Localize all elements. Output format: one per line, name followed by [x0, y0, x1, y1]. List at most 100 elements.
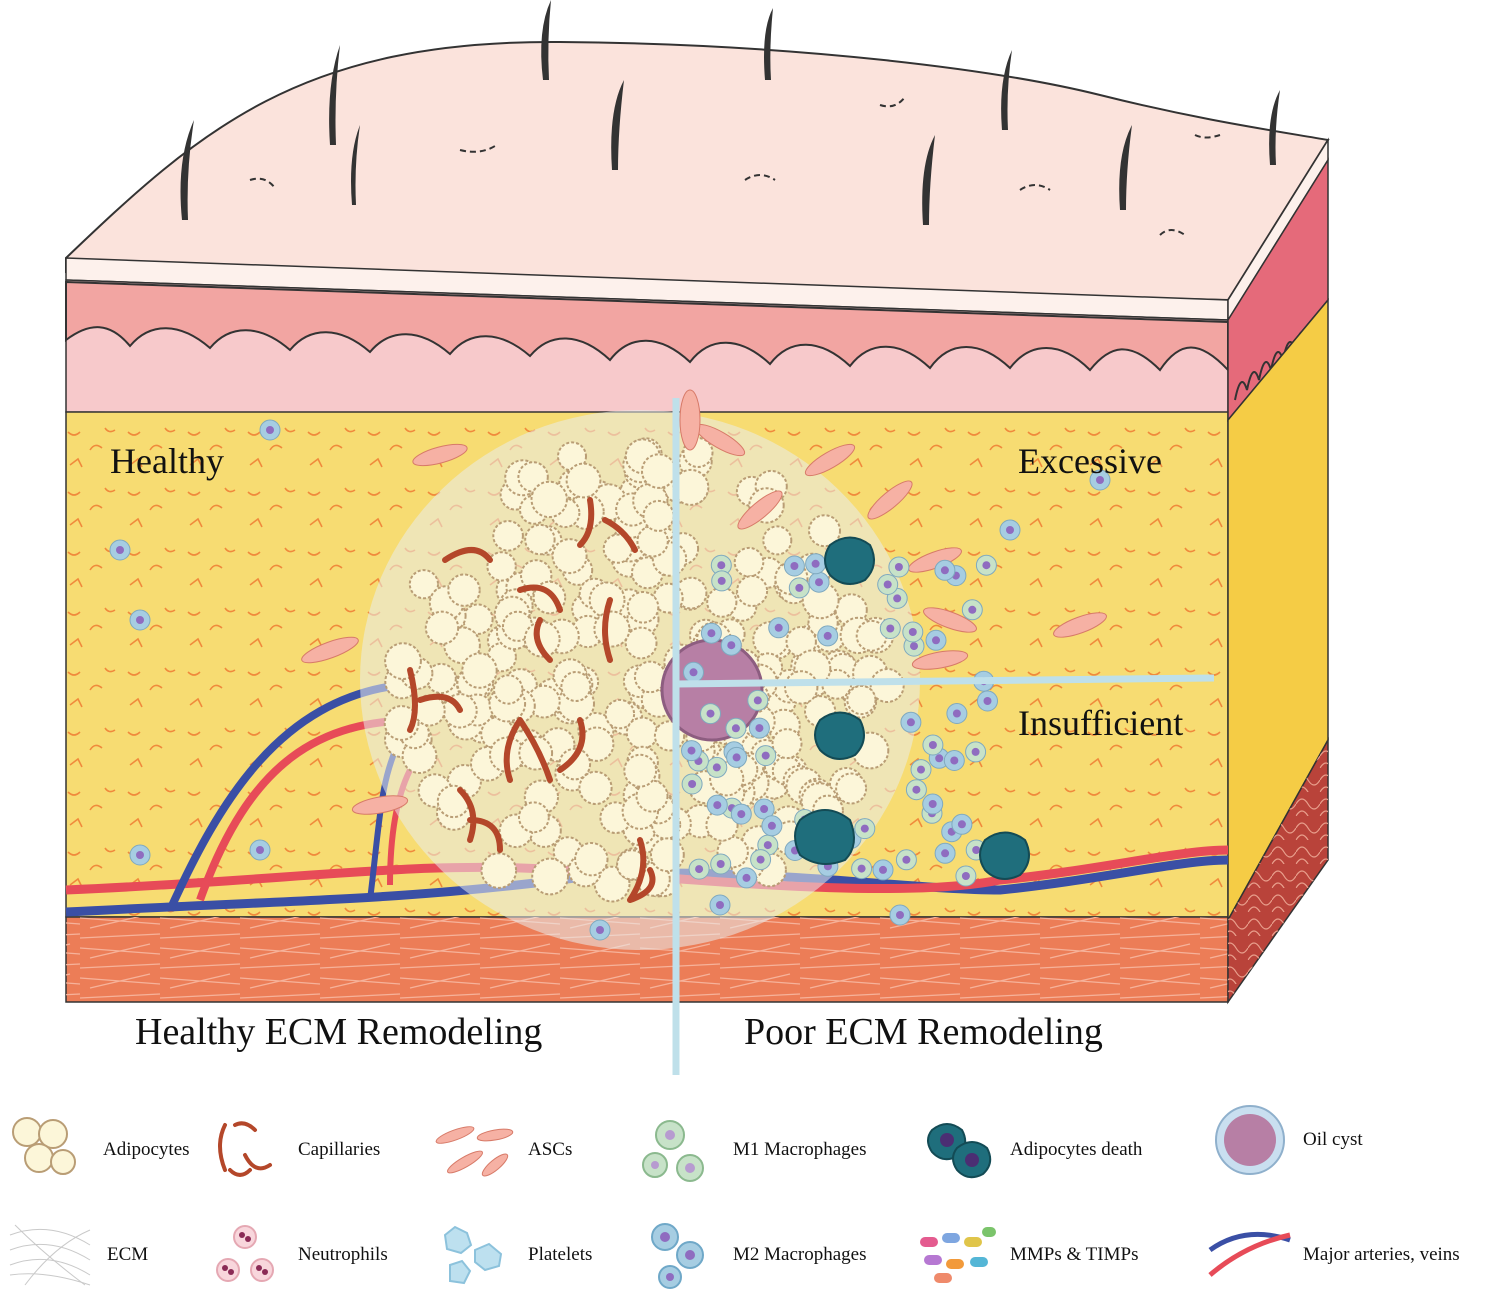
- legend: Adipocytes Capillaries ASCs M1 Macrophag…: [0, 1090, 1488, 1298]
- immune-cell: [249, 839, 271, 861]
- skin-cross-section-diagram: [65, 0, 1330, 1075]
- label-healthy: Healthy: [110, 441, 224, 481]
- legend-label: Adipocytes death: [1010, 1139, 1143, 1160]
- immune-cell: [999, 519, 1021, 541]
- immune-cell: [900, 711, 922, 733]
- adipocyte: [447, 573, 481, 607]
- immune-cell: [934, 559, 956, 581]
- adipocyte: [593, 865, 631, 903]
- immune-cell: [783, 555, 805, 577]
- immune-cell: [1089, 469, 1111, 491]
- immune-cell: [902, 621, 924, 643]
- legend-item-adipocytes-death: Adipocytes death: [912, 1110, 1142, 1190]
- legend-label: M1 Macrophages: [733, 1139, 867, 1160]
- immune-cell: [955, 865, 977, 887]
- adipocyte: [801, 581, 840, 620]
- immune-cell: [946, 703, 968, 724]
- immune-cell: [720, 634, 742, 656]
- legend-label: Neutrophils: [298, 1244, 388, 1265]
- immune-cell: [129, 844, 151, 866]
- immune-cell: [922, 793, 944, 815]
- immune-cell: [589, 919, 611, 941]
- adipocyte: [493, 674, 524, 705]
- immune-cell: [951, 813, 973, 835]
- legend-item-m2: M2 Macrophages: [635, 1215, 867, 1295]
- immune-cell: [788, 577, 810, 599]
- immune-cell: [688, 858, 710, 880]
- adipocyte: [642, 499, 675, 532]
- adipocyte: [784, 670, 819, 705]
- adipocyte: [626, 591, 660, 624]
- immune-cell: [726, 746, 748, 768]
- immune-cell: [730, 803, 752, 825]
- legend-label: Adipocytes: [103, 1139, 190, 1160]
- adipocyte: [869, 668, 905, 703]
- adipocyte: [625, 716, 659, 750]
- adipocyte: [672, 468, 710, 506]
- adipocyte: [846, 684, 877, 716]
- immune-cell: [817, 625, 839, 647]
- adipocyte: [593, 610, 631, 648]
- adipocyte: [551, 538, 588, 575]
- immune-cell: [854, 818, 876, 840]
- immune-cell: [683, 661, 704, 683]
- immune-cell: [910, 759, 932, 781]
- immune-cell: [700, 703, 721, 725]
- immune-cells: [109, 419, 1111, 941]
- immune-cell: [709, 894, 731, 916]
- adipocyte: [835, 772, 868, 805]
- legend-label: Platelets: [528, 1244, 593, 1265]
- ecm-icon: [9, 1224, 91, 1286]
- platelets-icon: [443, 1225, 503, 1285]
- immune-cell: [888, 556, 910, 578]
- adipocyte: [492, 520, 524, 552]
- immune-cell: [706, 756, 728, 778]
- legend-label: Major arteries, veins: [1303, 1244, 1460, 1265]
- legend-item-m1: M1 Macrophages: [635, 1110, 867, 1190]
- adipocyte: [834, 593, 868, 627]
- immune-cell: [755, 745, 777, 767]
- dividers: [672, 398, 1215, 1075]
- adipocyte: [461, 652, 498, 689]
- immune-cell: [109, 539, 131, 561]
- immune-cell: [736, 867, 757, 889]
- adipocyte: [604, 698, 636, 730]
- label-excessive: Excessive: [1018, 441, 1162, 481]
- arteries-veins-icon: [1208, 1231, 1291, 1277]
- immune-cell: [259, 419, 281, 441]
- legend-label: ASCs: [528, 1139, 573, 1160]
- legend-item-platelets: Platelets: [430, 1215, 592, 1295]
- skin-lines: [249, 96, 1221, 236]
- immune-cell: [129, 609, 151, 631]
- immune-cell: [895, 849, 917, 871]
- immune-cell: [750, 849, 772, 871]
- capillaries-icon: [218, 1121, 272, 1177]
- dermis-upper: [65, 280, 1229, 373]
- immune-cell: [975, 554, 997, 576]
- adipocyte: [531, 857, 569, 896]
- adipocyte: [623, 753, 658, 788]
- section-healthy-ecm: Healthy ECM Remodeling: [135, 1011, 543, 1053]
- legend-item-oil-cyst: Oil cyst: [1205, 1100, 1363, 1180]
- adipocyte: [706, 586, 738, 618]
- adipocyte: [616, 849, 648, 881]
- adipocyte: [530, 480, 568, 519]
- adipocyte: [636, 525, 669, 558]
- adipocyte: [808, 514, 841, 548]
- adipocyte: [384, 642, 422, 680]
- legend-label: Capillaries: [298, 1139, 381, 1160]
- adipocyte: [736, 575, 769, 607]
- adipocyte: [565, 462, 602, 499]
- immune-cell: [808, 571, 830, 593]
- adipocyte: [518, 801, 550, 834]
- legend-label: ECM: [107, 1244, 149, 1265]
- immune-cell: [977, 690, 998, 712]
- adipocytes-death: [794, 536, 1030, 880]
- m1-macrophages-icon: [642, 1120, 704, 1182]
- immune-cell: [681, 773, 703, 795]
- legend-item-ascs: ASCs: [430, 1110, 572, 1190]
- immune-cell: [711, 570, 733, 592]
- immune-cell: [879, 618, 901, 639]
- immune-cell: [748, 717, 770, 739]
- mmps-timps-icon: [920, 1227, 996, 1283]
